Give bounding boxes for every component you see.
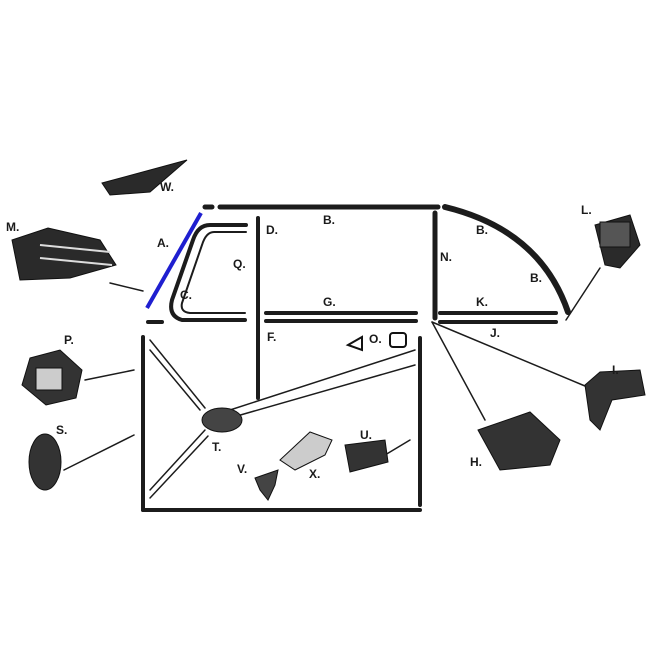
label-u: U. bbox=[360, 428, 372, 442]
label-m: M. bbox=[6, 220, 19, 234]
label-h: H. bbox=[470, 455, 482, 469]
part-b-arc-strip bbox=[442, 204, 571, 315]
label-n: N. bbox=[440, 250, 452, 264]
label-w: W. bbox=[160, 180, 174, 194]
part-w-image bbox=[101, 159, 188, 196]
label-k: K. bbox=[476, 295, 488, 309]
label-b-top: B. bbox=[323, 213, 335, 227]
part-u-image bbox=[344, 439, 389, 473]
part-a-strip-highlighted[interactable] bbox=[145, 212, 203, 309]
part-x-image bbox=[279, 431, 333, 471]
label-i: I. bbox=[612, 363, 619, 377]
label-t: T. bbox=[212, 440, 221, 454]
label-s: S. bbox=[56, 423, 67, 437]
leader-lines bbox=[63, 267, 601, 499]
label-b-arc-lower: B. bbox=[530, 271, 542, 285]
part-t-image bbox=[201, 407, 243, 433]
part-h-image bbox=[477, 411, 561, 471]
part-s-image bbox=[28, 433, 62, 491]
part-o-image-2 bbox=[389, 332, 407, 348]
label-v: V. bbox=[237, 462, 247, 476]
label-x: X. bbox=[309, 467, 320, 481]
part-i-image bbox=[584, 369, 646, 431]
label-j: J. bbox=[490, 326, 500, 340]
label-o: O. bbox=[369, 332, 382, 346]
part-q-frame bbox=[180, 231, 247, 314]
label-l: L. bbox=[581, 203, 592, 217]
part-m-image bbox=[11, 227, 117, 281]
label-c: C. bbox=[180, 288, 192, 302]
label-d: D. bbox=[266, 223, 278, 237]
label-g: G. bbox=[323, 295, 336, 309]
part-v-image bbox=[254, 469, 279, 501]
part-c-frame bbox=[169, 223, 248, 322]
label-p: P. bbox=[64, 333, 74, 347]
label-b-arc-upper: B. bbox=[476, 223, 488, 237]
label-f: F. bbox=[267, 330, 276, 344]
label-q: Q. bbox=[233, 257, 246, 271]
label-a: A. bbox=[157, 236, 169, 250]
part-o-image bbox=[345, 335, 363, 352]
part-l-image bbox=[594, 214, 641, 269]
part-p-image bbox=[21, 349, 83, 406]
